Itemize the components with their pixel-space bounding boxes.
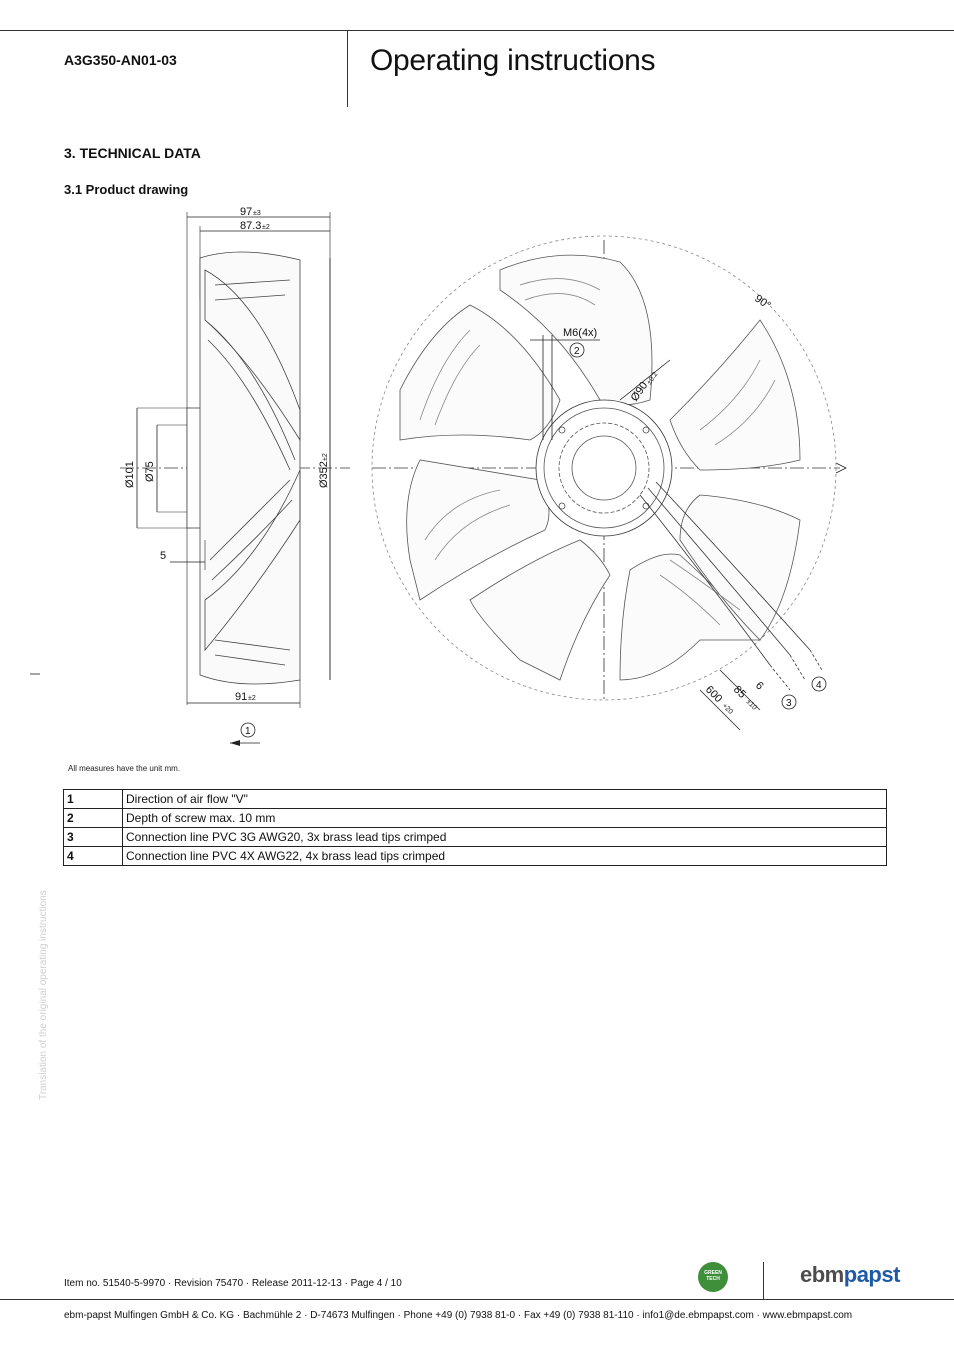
dim-87: 87.3	[240, 220, 261, 232]
table-row: 3 Connection line PVC 3G AWG20, 3x brass…	[63, 827, 887, 847]
product-drawing: 97 ±3 87.3 ±2 Ø101 Ø75 Ø352 ±2 5 91 ±2 1…	[30, 206, 847, 746]
dim-6: 6	[753, 680, 766, 693]
dim-97: 97	[240, 206, 252, 218]
legend-num: 3	[63, 827, 123, 847]
ebmpapst-logo: ebmpapst	[800, 1262, 900, 1288]
green-tech-badge-icon: GREEN TECH	[698, 1262, 728, 1292]
legend-num: 2	[63, 808, 123, 828]
logo-divider	[763, 1262, 764, 1300]
table-row: 4 Connection line PVC 4X AWG22, 4x brass…	[63, 846, 887, 866]
table-row: 1 Direction of air flow "V"	[63, 789, 887, 809]
dim-91-tol: ±2	[248, 695, 256, 702]
legend-text: Direction of air flow "V"	[122, 789, 887, 809]
model-number: A3G350-AN01-03	[64, 52, 177, 68]
dim-75: Ø75	[144, 461, 156, 482]
dim-angle: 90°	[752, 293, 773, 312]
header-top-rule	[0, 30, 954, 31]
dim-101: Ø101	[124, 461, 136, 488]
footer-rule	[0, 1299, 954, 1300]
legend-text: Depth of screw max. 10 mm	[122, 808, 887, 828]
dim-5: 5	[160, 550, 166, 562]
dim-352-tol: ±2	[322, 453, 329, 461]
side-view	[30, 212, 350, 746]
dim-m6: M6(4x)	[563, 327, 597, 339]
dim-600-tol: +20	[721, 702, 734, 715]
header-divider	[347, 30, 348, 107]
legend-text: Connection line PVC 3G AWG20, 3x brass l…	[122, 827, 887, 847]
logo-part2: papst	[843, 1262, 901, 1287]
dim-97-tol: ±3	[253, 210, 261, 217]
green-tech-label: GREEN TECH	[704, 1270, 722, 1282]
legend-table: 1 Direction of air flow "V" 2 Depth of s…	[63, 789, 887, 866]
dim-85: 85	[731, 684, 748, 701]
unit-note: All measures have the unit mm.	[68, 764, 181, 773]
dim-91: 91	[235, 691, 247, 703]
legend-num: 1	[63, 789, 123, 809]
callout-4: 4	[816, 680, 822, 691]
section-heading: 3. TECHNICAL DATA	[64, 145, 201, 161]
subsection-heading: 3.1 Product drawing	[64, 182, 189, 197]
item-info: Item no. 51540-5-9970 · Revision 75470 ·…	[64, 1278, 402, 1289]
front-view	[371, 235, 847, 731]
dim-352: Ø352	[318, 461, 330, 488]
logo-part1: ebm	[800, 1262, 844, 1287]
dim-87-tol: ±2	[262, 224, 270, 231]
footer-address: ebm-papst Mulfingen GmbH & Co. KG · Bach…	[64, 1310, 853, 1321]
callout-2: 2	[574, 346, 580, 357]
table-row: 2 Depth of screw max. 10 mm	[63, 808, 887, 828]
dim-85-tol: ±10	[745, 698, 758, 711]
page-title: Operating instructions	[370, 44, 656, 77]
side-translation-note: Translation of the original operating in…	[38, 890, 49, 1100]
legend-text: Connection line PVC 4X AWG22, 4x brass l…	[122, 846, 887, 866]
dim-600: 600	[703, 684, 724, 705]
legend-num: 4	[63, 846, 123, 866]
callout-1: 1	[245, 726, 251, 737]
callout-3: 3	[786, 698, 792, 709]
